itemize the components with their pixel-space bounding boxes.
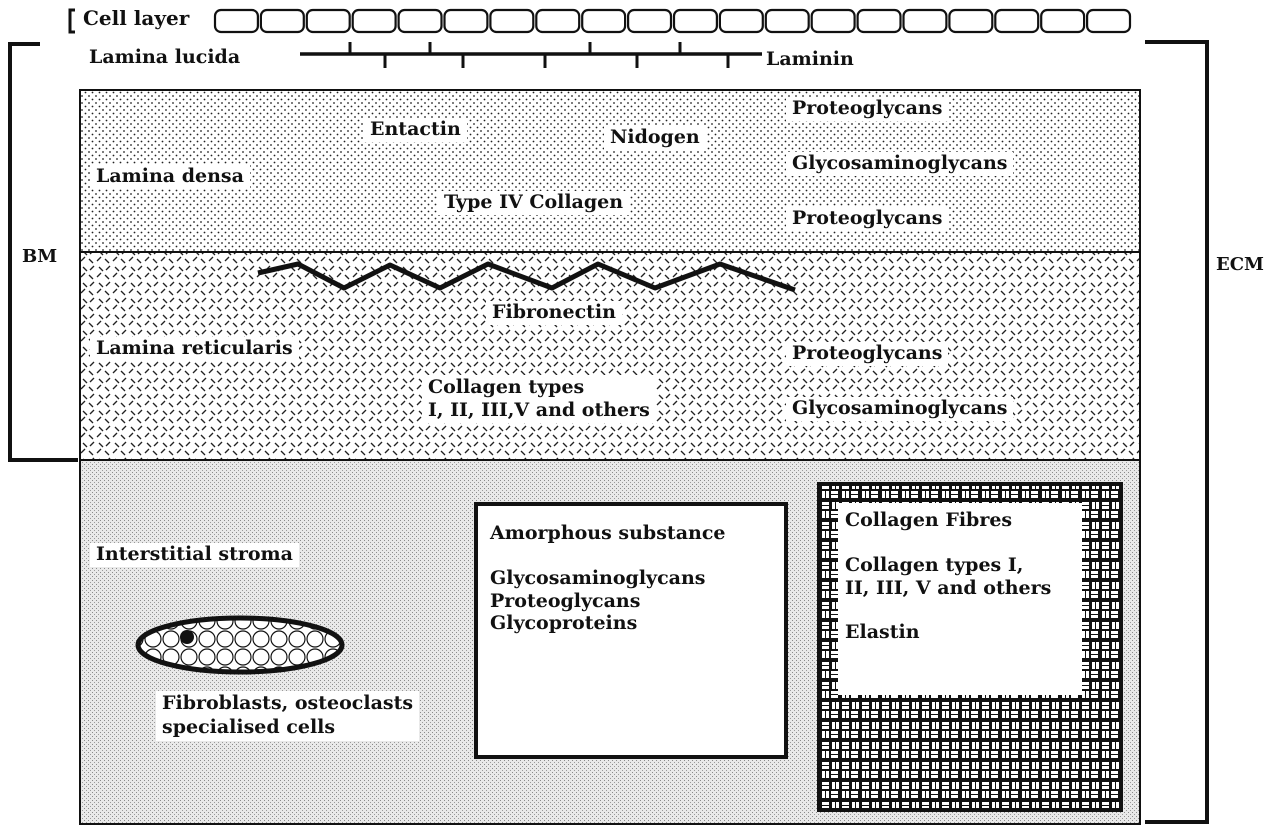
amorphous-substance-title: Amorphous substance	[490, 522, 725, 545]
collagen-fibres-line1: Collagen types I,	[845, 554, 1051, 577]
type-iv-collagen-label: Type IV Collagen	[438, 191, 629, 215]
cell-layer-cell	[628, 10, 671, 32]
amorphous-item-glycoproteins: Glycoproteins	[490, 612, 725, 635]
cell-layer-cell	[399, 10, 442, 32]
collagen-fibres-line2: II, III, V and others	[845, 577, 1051, 600]
cell-layer-cell	[536, 10, 579, 32]
cell-layer-cell	[307, 10, 350, 32]
cell-layer-cells	[215, 10, 1130, 32]
collagen-types-line1: Collagen types	[428, 376, 650, 399]
cell-layer-cell	[445, 10, 488, 32]
collagen-fibres-text: Collagen Fibres Collagen types I, II, II…	[845, 509, 1051, 644]
cell-layer-cell	[720, 10, 763, 32]
amorphous-substance-text: Amorphous substance Glycosaminoglycans P…	[490, 522, 725, 635]
cell-layer-cell	[490, 10, 533, 32]
cell-layer-cell	[353, 10, 396, 32]
cell-layer-cell	[995, 10, 1038, 32]
collagen-fibres-title: Collagen Fibres	[845, 509, 1051, 532]
proteoglycans-label-1: Proteoglycans	[786, 97, 948, 121]
cell-layer-cell	[766, 10, 809, 32]
proteoglycans-label-2: Proteoglycans	[786, 207, 948, 231]
fibroblasts-line1: Fibroblasts, osteoclasts	[162, 692, 413, 716]
cell-layer-cell	[1041, 10, 1084, 32]
cell-layer-cell	[215, 10, 258, 32]
fibronectin-label: Fibronectin	[486, 301, 622, 325]
lamina-lucida-label: Lamina lucida	[89, 47, 240, 69]
elastin-label: Elastin	[845, 621, 1051, 644]
proteoglycans-label-3: Proteoglycans	[786, 342, 948, 366]
laminin-label: Laminin	[766, 49, 854, 71]
lamina-densa-label: Lamina densa	[90, 165, 250, 189]
ecm-bracket	[1145, 42, 1207, 822]
cell-layer-label: Cell layer	[83, 7, 189, 30]
fibroblasts-label: Fibroblasts, osteoclasts specialised cel…	[156, 691, 419, 741]
amorphous-item-proteoglycans: Proteoglycans	[490, 590, 725, 613]
cell-layer-cell	[1087, 10, 1130, 32]
cell-layer-cell	[858, 10, 901, 32]
fibroblast-cell-icon	[138, 618, 342, 672]
laminin-chain	[300, 42, 762, 68]
fibroblasts-line2: specialised cells	[162, 716, 413, 740]
collagen-types-line2: I, II, III,V and others	[428, 399, 650, 422]
glycosaminoglycans-label-2: Glycosaminoglycans	[786, 397, 1013, 421]
cell-layer-cell	[674, 10, 717, 32]
cell-layer-cell	[949, 10, 992, 32]
glycosaminoglycans-label-1: Glycosaminoglycans	[786, 152, 1013, 176]
cell-layer-cell	[582, 10, 625, 32]
amorphous-item-glycosaminoglycans: Glycosaminoglycans	[490, 567, 725, 590]
ecm-label: ECM	[1216, 255, 1264, 276]
cell-layer-cell	[261, 10, 304, 32]
interstitial-stroma-label: Interstitial stroma	[90, 543, 299, 567]
cell-layer-cell	[904, 10, 947, 32]
entactin-label: Entactin	[364, 118, 467, 142]
collagen-types-label: Collagen types I, II, III,V and others	[422, 375, 656, 423]
nidogen-label: Nidogen	[604, 126, 706, 150]
lamina-reticularis-label: Lamina reticularis	[90, 337, 299, 361]
cell-layer-cell	[812, 10, 855, 32]
cell-layer-bracket	[70, 10, 75, 32]
bm-label: BM	[22, 247, 57, 268]
